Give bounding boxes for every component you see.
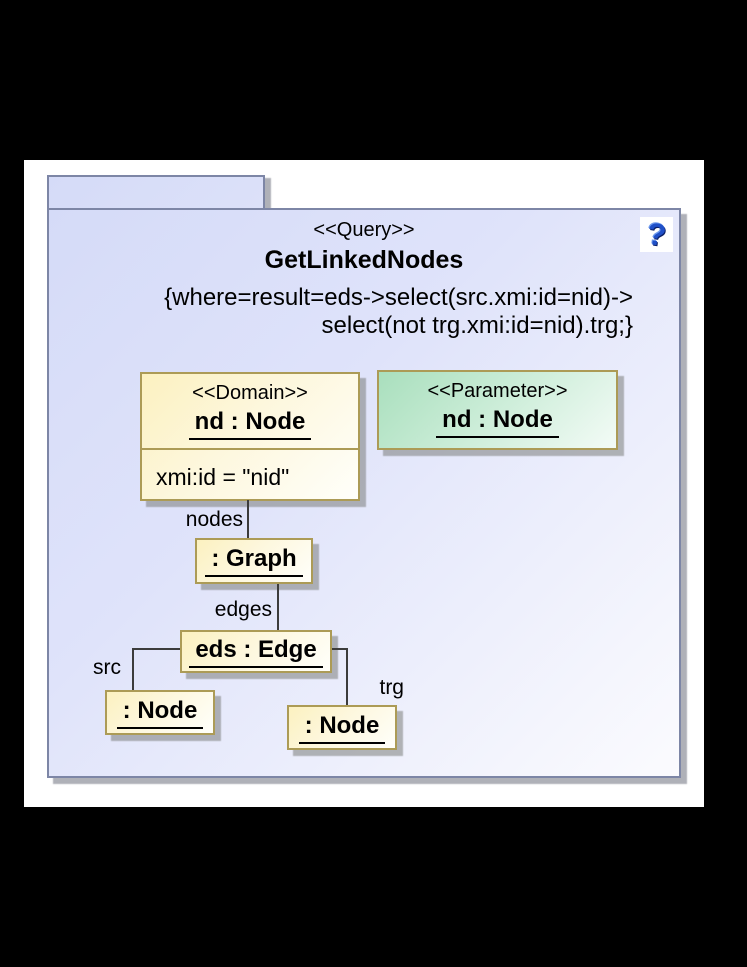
parameter-object-name: nd : Node	[379, 406, 616, 438]
help-question-mark-icon[interactable]: ?	[640, 215, 673, 254]
edge-object-box[interactable]: eds : Edge	[180, 630, 332, 673]
src-node-object-name: : Node	[116, 697, 204, 729]
domain-object-name: nd : Node	[142, 408, 358, 440]
domain-attribute: xmi:id = "nid"	[156, 464, 290, 490]
constraint-line-2: select(not trg.xmi:id=nid).trg;}	[321, 312, 633, 339]
parameter-stereotype: <<Parameter>>	[427, 380, 568, 402]
connector-edge-src-horizontal	[132, 648, 180, 650]
constraint-line-1: {where=result=eds->select(src.xmi:id=nid…	[164, 284, 633, 311]
nodes-role-label: nodes	[185, 508, 243, 531]
parameter-object-box[interactable]: <<Parameter>> nd : Node	[377, 370, 618, 450]
trg-node-object-box[interactable]: : Node	[287, 705, 397, 750]
domain-attribute-compartment: xmi:id = "nid"	[142, 448, 358, 505]
edge-object-name: eds : Edge	[189, 636, 323, 668]
domain-stereotype: <<Domain>>	[192, 382, 308, 404]
src-node-object-box[interactable]: : Node	[105, 690, 215, 735]
constraint-text: {where=result=eds->select(src.xmi:id=nid…	[47, 284, 681, 340]
graph-object-box[interactable]: : Graph	[195, 538, 313, 584]
connector-edge-trg-horizontal	[332, 648, 348, 650]
trg-node-object-name: : Node	[298, 712, 386, 744]
graph-object-name: : Graph	[205, 545, 303, 577]
edges-role-label: edges	[214, 598, 272, 621]
package-tab[interactable]	[47, 175, 265, 210]
connector-edge-trg-vertical	[346, 648, 348, 705]
src-role-label: src	[93, 656, 121, 679]
trg-role-label: trg	[379, 676, 404, 699]
domain-object-box[interactable]: <<Domain>> nd : Node xmi:id = "nid"	[140, 372, 360, 501]
package-stereotype: <<Query>>	[313, 219, 415, 241]
connector-edge-src-vertical	[132, 648, 134, 690]
page-title: GetLinkedNodes	[264, 246, 464, 274]
connector-domain-graph	[247, 500, 249, 538]
connector-graph-edge	[277, 584, 279, 630]
question-mark-glyph: ?	[644, 215, 669, 254]
